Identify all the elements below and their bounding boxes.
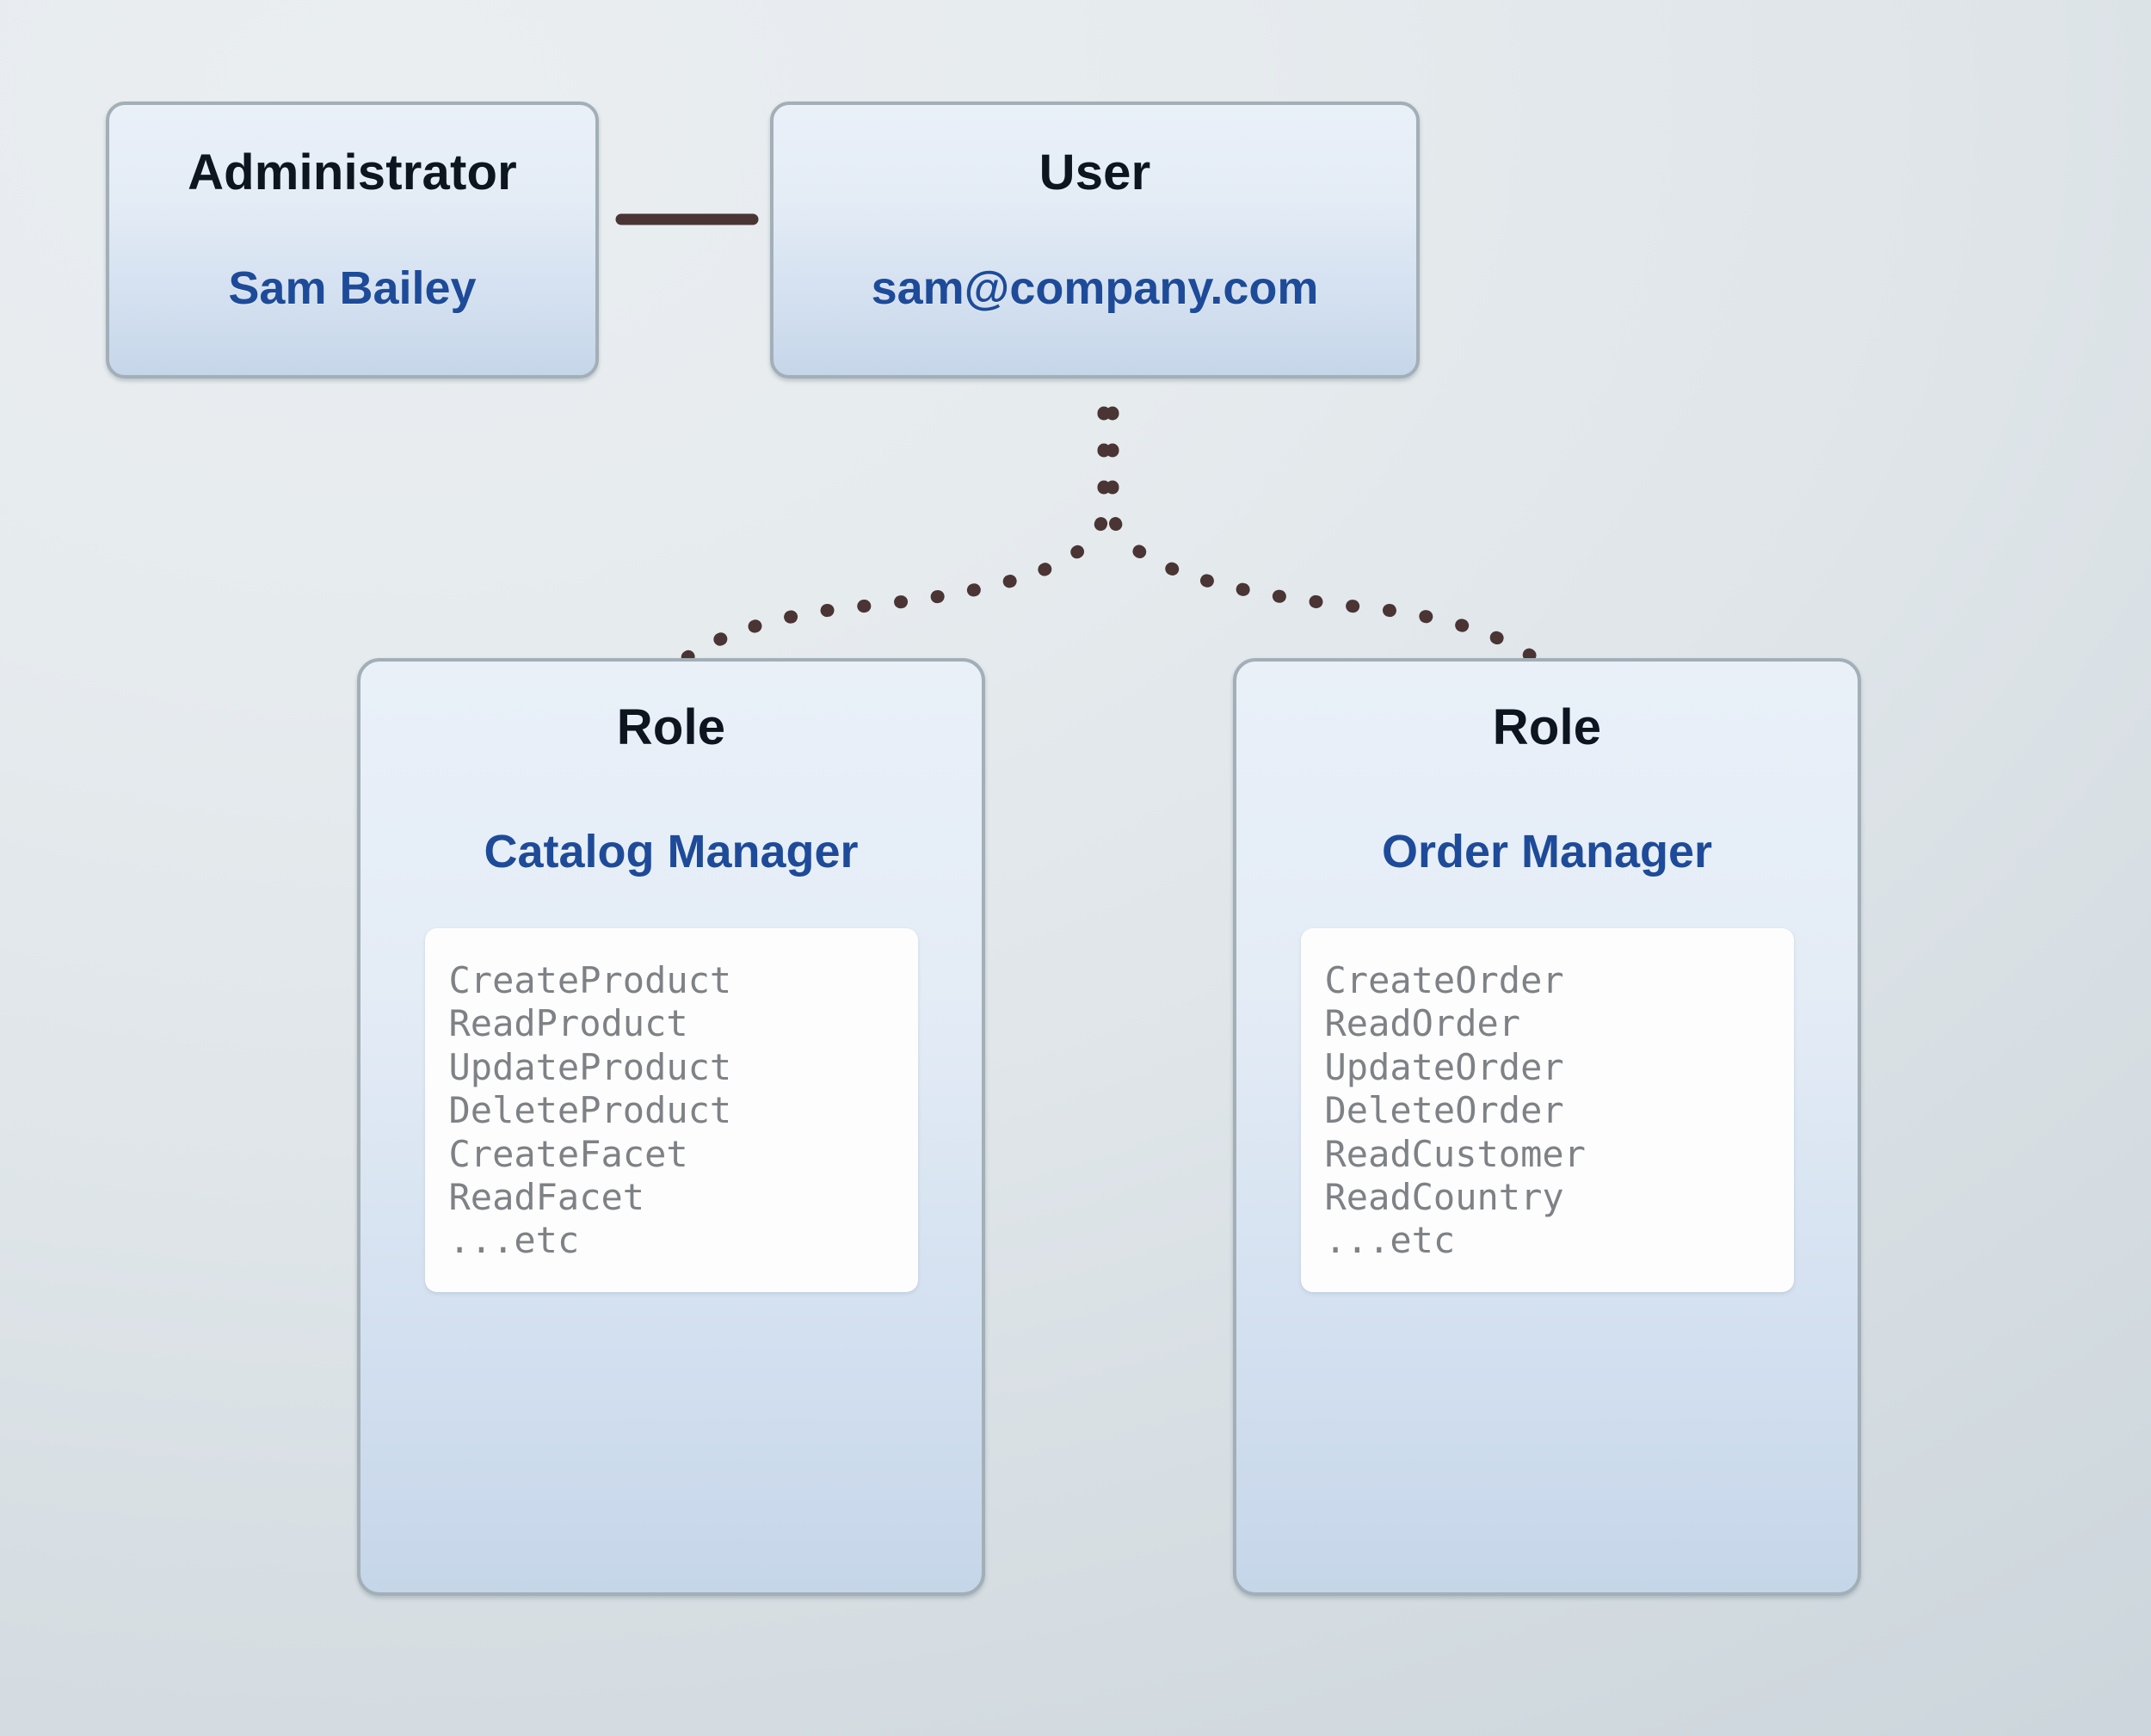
node-user[interactable]: User sam@company.com xyxy=(770,102,1420,379)
permission-list-order-manager: CreateOrder ReadOrder UpdateOrder Delete… xyxy=(1300,928,1794,1292)
node-administrator-type-label: Administrator xyxy=(188,145,517,200)
permission-item: ReadFacet xyxy=(448,1175,645,1218)
permission-item: UpdateOrder xyxy=(1324,1045,1564,1088)
edge-user-to-order-manager xyxy=(1106,406,1573,695)
node-user-value-label: sam@company.com xyxy=(871,262,1319,314)
permission-item: ReadOrder xyxy=(1324,1002,1521,1045)
permission-item: DeleteProduct xyxy=(448,1089,732,1132)
node-user-type-label: User xyxy=(1039,145,1151,200)
permission-item: ReadCustomer xyxy=(1324,1132,1586,1175)
node-administrator[interactable]: Administrator Sam Bailey xyxy=(106,102,599,379)
node-role-catalog-manager-value-label: Catalog Manager xyxy=(484,826,859,877)
permission-item: CreateProduct xyxy=(448,959,732,1001)
permission-item: ...etc xyxy=(1324,1219,1456,1262)
node-role-catalog-manager[interactable]: Role Catalog Manager CreateProduct ReadP… xyxy=(357,658,985,1596)
permission-item: ReadProduct xyxy=(448,1002,688,1045)
permission-item: ...etc xyxy=(448,1219,580,1262)
permission-item: DeleteOrder xyxy=(1324,1089,1564,1132)
permission-item: CreateFacet xyxy=(448,1132,688,1175)
node-role-order-manager-type-label: Role xyxy=(1492,699,1602,755)
edge-user-to-catalog-manager xyxy=(647,406,1111,695)
node-administrator-value-label: Sam Bailey xyxy=(228,262,477,314)
permission-item: CreateOrder xyxy=(1324,959,1564,1001)
permission-list-catalog-manager: CreateProduct ReadProduct UpdateProduct … xyxy=(424,928,918,1292)
node-role-order-manager[interactable]: Role Order Manager CreateOrder ReadOrder… xyxy=(1233,658,1861,1596)
permission-item: UpdateProduct xyxy=(448,1045,732,1088)
permission-item: ReadCountry xyxy=(1324,1175,1564,1218)
node-role-catalog-manager-type-label: Role xyxy=(616,699,726,755)
node-role-order-manager-value-label: Order Manager xyxy=(1381,826,1713,877)
